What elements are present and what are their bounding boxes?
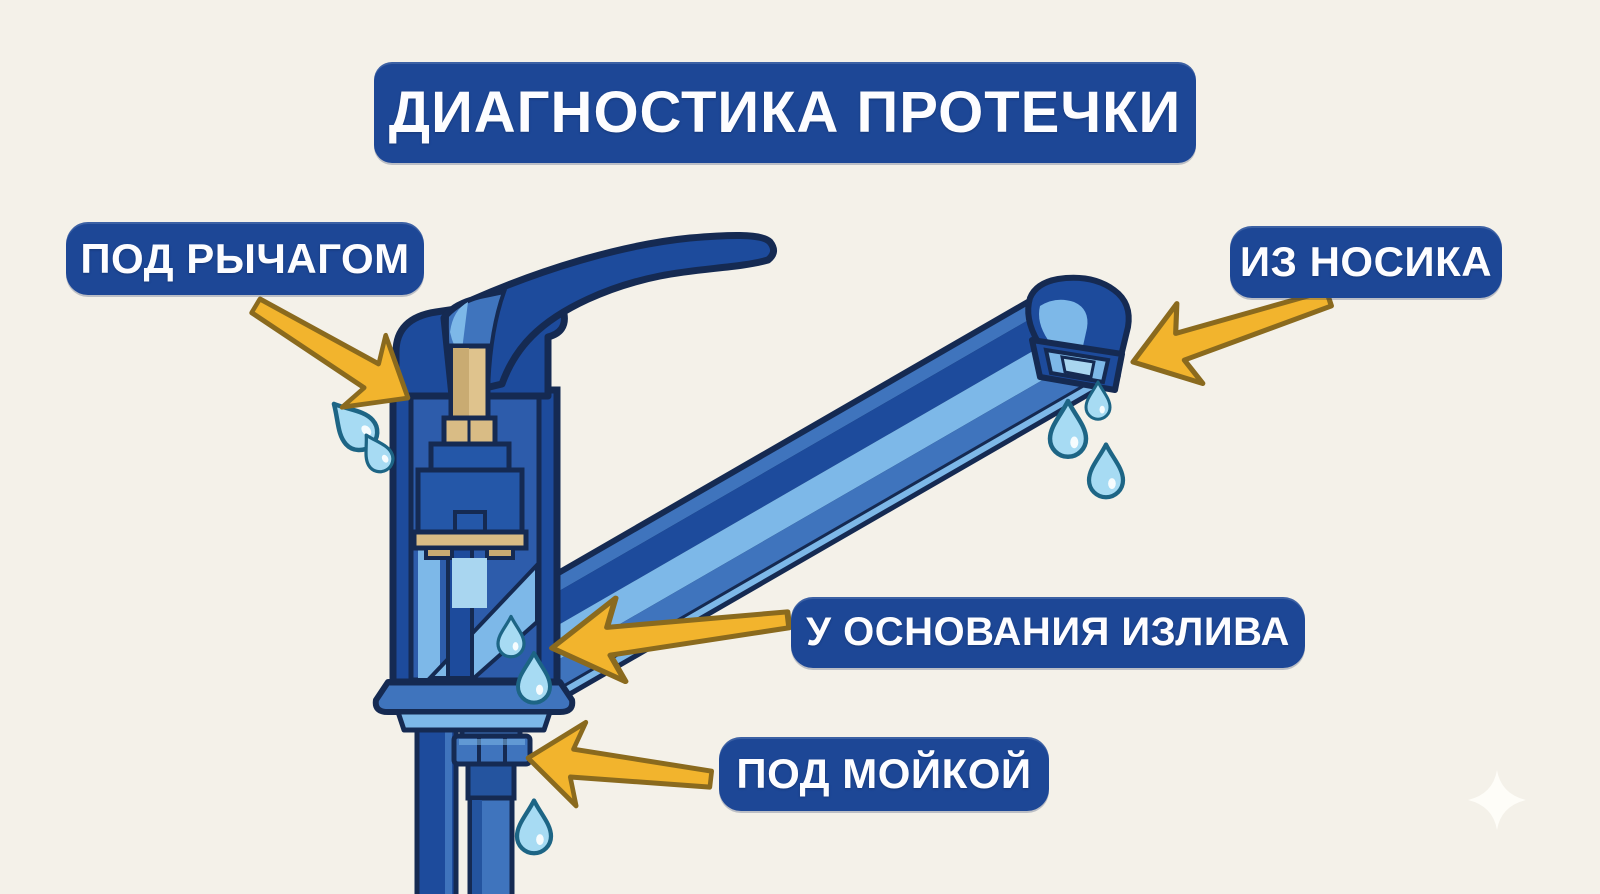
- callout-spout-base: У ОСНОВАНИЯ ИЗЛИВА: [791, 597, 1305, 668]
- spout-head: [1025, 274, 1132, 393]
- callout-under-lever: ПОД РЫЧАГОМ: [66, 222, 424, 295]
- callout-from-spout: ИЗ НОСИКА: [1230, 226, 1502, 298]
- cartridge-seat: [411, 529, 529, 551]
- water-drop: [517, 801, 551, 854]
- callout-under-sink: ПОД МОЙКОЙ: [719, 737, 1049, 811]
- faucet-handle: [440, 232, 777, 400]
- water-drop: [1089, 445, 1123, 498]
- page-title: ДИАГНОСТИКА ПРОТЕЧКИ: [374, 62, 1196, 163]
- sparkle-icon: [1468, 770, 1526, 830]
- faucet-cartridge: [411, 343, 529, 608]
- arrow-under-sink-icon: [523, 716, 715, 821]
- pipe-connector: [465, 761, 517, 801]
- faucet-spout: [481, 279, 1121, 714]
- supply-pipes: [414, 709, 533, 894]
